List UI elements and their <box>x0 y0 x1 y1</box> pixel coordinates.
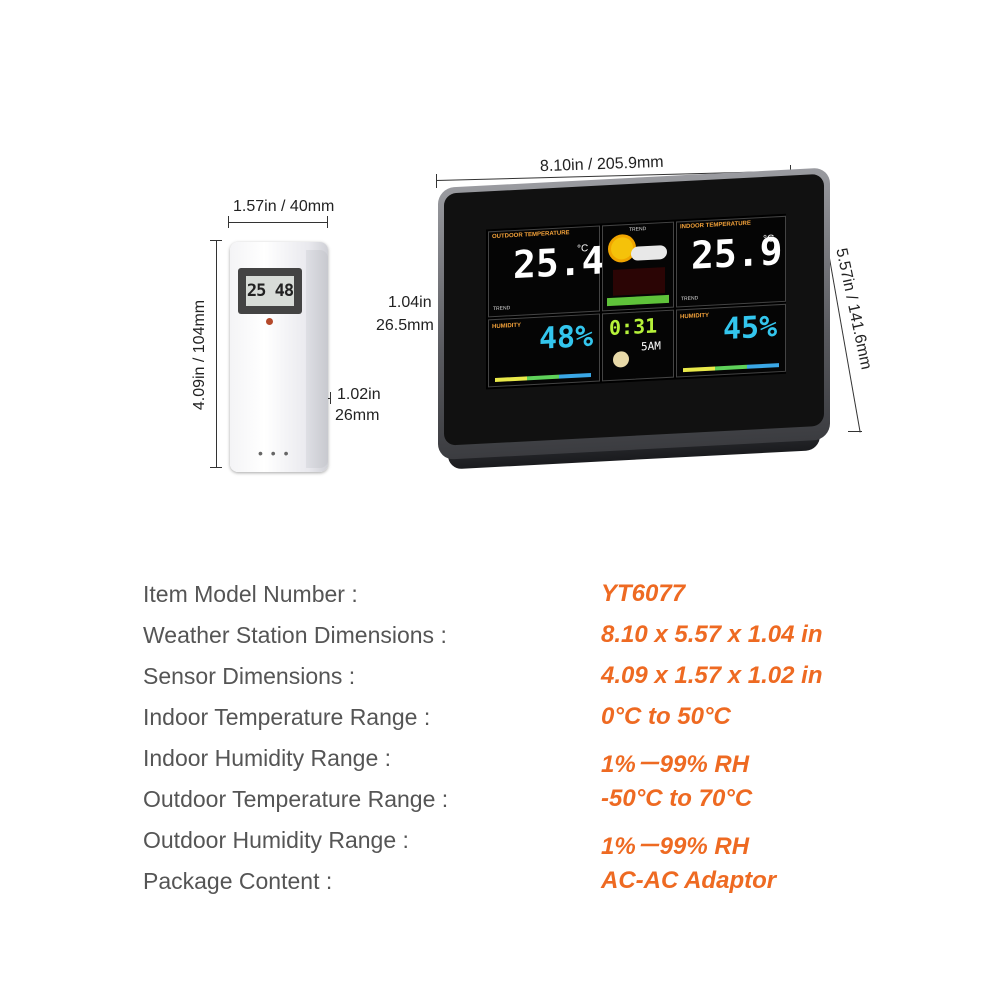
outdoor-humidity-bar-good <box>527 374 559 381</box>
sensor-height-tick-bottom <box>210 467 222 468</box>
cloud-icon <box>631 244 667 261</box>
forecast-panel: TREND <box>602 221 674 312</box>
moon-phase-icon <box>613 350 629 368</box>
station-depth-in-label: 1.04in <box>388 294 432 311</box>
spec-value-package-content: AC-AC Adaptor <box>601 867 777 894</box>
indoor-humidity-panel: HUMIDITY 45% <box>676 303 786 378</box>
indoor-trend-label: TREND <box>681 295 699 303</box>
sensor-width-line <box>228 222 328 223</box>
outdoor-temperature-unit: °C <box>577 243 589 255</box>
sensor-height-line <box>216 240 217 468</box>
spec-label-indoor-temp-range: Indoor Temperature Range : <box>143 704 431 730</box>
spec-value-indoor-temp-range: 0°C to 50°C <box>601 703 731 730</box>
spec-label-outdoor-humidity-range: Outdoor Humidity Range : <box>143 827 409 853</box>
sensor-depth-tick-right <box>330 392 331 404</box>
indoor-temperature-panel: INDOOR TEMPERATURE 25.9 °C TREND <box>676 215 786 308</box>
spec-value-model: YT6077 <box>601 580 686 607</box>
sensor-vent-dots: • • • <box>258 445 291 461</box>
forecast-rain-area <box>613 267 665 296</box>
clock-time: 0:31 <box>609 313 658 341</box>
station-height-tick-bottom <box>848 431 862 432</box>
forecast-trend-label: TREND <box>629 226 647 233</box>
indoor-humidity-value: 45% <box>723 309 778 348</box>
sensor-width-tick-left <box>228 216 229 228</box>
outdoor-temperature-panel: OUTDOOR TEMPERATURE 25.4 °C TREND <box>488 225 605 318</box>
sensor-led-icon <box>266 318 273 325</box>
sensor-height-label: 4.09in / 104mm <box>191 299 208 411</box>
outdoor-temperature-label: OUTDOOR TEMPERATURE <box>492 230 570 241</box>
station-depth-mm-label: 26.5mm <box>376 317 434 334</box>
indoor-temperature-unit: °C <box>763 233 775 245</box>
indoor-humidity-bar-dry <box>683 366 715 373</box>
spec-label-indoor-humidity-range: Indoor Humidity Range : <box>143 745 392 771</box>
outdoor-humidity-bar-humid <box>559 372 591 379</box>
indoor-temperature-label: INDOOR TEMPERATURE <box>680 220 751 231</box>
spec-label-station-dimensions: Weather Station Dimensions : <box>143 622 447 648</box>
sensor-depth-in-label: 1.02in <box>337 386 381 403</box>
spec-label-outdoor-temp-range: Outdoor Temperature Range : <box>143 786 449 812</box>
sensor-depth-mm-label: 26mm <box>335 407 380 424</box>
station-width-tick-left <box>436 174 437 188</box>
spec-value-sensor-dimensions: 4.09 x 1.57 x 1.02 in <box>601 662 823 689</box>
sensor-width-tick-right <box>327 216 328 228</box>
weather-station: OUTDOOR TEMPERATURE 25.4 °C TREND HUMIDI… <box>438 167 830 470</box>
spec-label-model: Item Model Number : <box>143 581 358 607</box>
clock-am-pm: 5AM <box>641 339 661 354</box>
outdoor-trend-label: TREND <box>493 305 511 313</box>
station-width-label: 8.10in / 205.9mm <box>539 153 664 176</box>
clock-panel: 0:31 5AM <box>602 309 674 382</box>
outdoor-humidity-value: 48% <box>539 318 594 357</box>
spec-value-outdoor-humidity-range: 1%－99% RH <box>601 833 750 860</box>
spec-value-indoor-humidity-range: 1%－99% RH <box>601 751 750 778</box>
sensor-lcd-readout: 25 48 <box>246 276 294 306</box>
outdoor-temperature-value: 25.4 <box>513 238 605 288</box>
spec-value-station-dimensions: 8.10 x 5.57 x 1.04 in <box>601 621 823 648</box>
indoor-humidity-bar-good <box>715 364 747 371</box>
outdoor-sensor-side <box>306 250 328 468</box>
outdoor-humidity-label: HUMIDITY <box>492 322 521 331</box>
spec-label-sensor-dimensions: Sensor Dimensions : <box>143 663 356 689</box>
sensor-height-tick-top <box>210 240 222 241</box>
forecast-grass <box>607 294 669 307</box>
indoor-humidity-label: HUMIDITY <box>680 312 709 321</box>
station-screen: OUTDOOR TEMPERATURE 25.4 °C TREND HUMIDI… <box>486 213 786 390</box>
spec-label-package-content: Package Content : <box>143 868 333 894</box>
sun-icon <box>611 236 633 260</box>
outdoor-humidity-bar-dry <box>495 376 527 383</box>
indoor-humidity-bar-humid <box>747 363 779 369</box>
sensor-width-label: 1.57in / 40mm <box>233 198 335 215</box>
outdoor-humidity-panel: HUMIDITY 48% <box>488 313 600 388</box>
station-height-label: 5.57in / 141.6mm <box>832 246 875 372</box>
spec-value-outdoor-temp-range: -50°C to 70°C <box>601 785 753 812</box>
